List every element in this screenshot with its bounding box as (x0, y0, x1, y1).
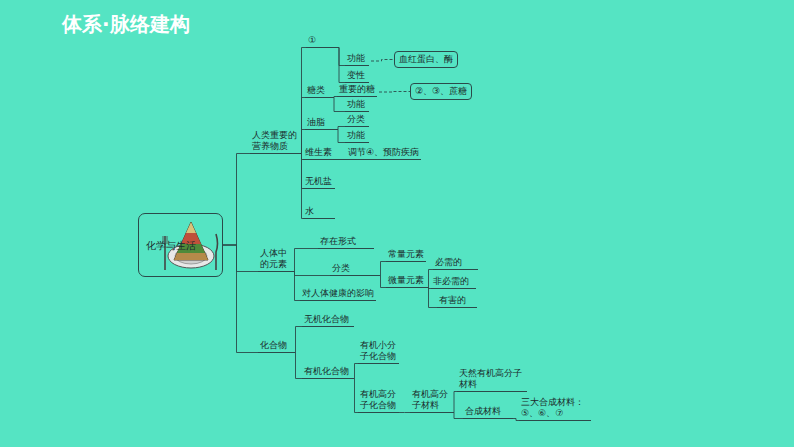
node-text: 血红蛋白、酶 (399, 54, 453, 65)
topic-label: 分类 (345, 114, 369, 127)
node-text: 合成材料 (465, 406, 501, 417)
node-text: 天然有机高分子材料 (459, 368, 525, 390)
node-text: 功能 (347, 130, 365, 141)
topic-label: 重要的糖 (337, 84, 377, 97)
note-box: ②、③、蔗糖 (410, 83, 472, 100)
connector (331, 130, 345, 143)
connector (451, 392, 457, 413)
topic-label: 无机盐 (303, 176, 335, 189)
topic-label: 分类 (330, 263, 375, 276)
connector (371, 60, 394, 62)
node-text: 人体中的元素 (260, 248, 287, 270)
food-pyramid-illustration (160, 216, 220, 274)
topic-label: 水 (303, 206, 335, 219)
connector (399, 412, 410, 413)
branch-label: 人体中的元素 (258, 248, 289, 272)
topic-label: 维生素 调节④、预防疾病 (303, 147, 421, 160)
node-text: 分类 (332, 263, 350, 274)
branch-label: 化合物 (258, 340, 289, 353)
topic-label: 有害的 (437, 295, 477, 308)
topic-label: 有机小分子化合物 (358, 340, 399, 364)
topic-label: 功能 (345, 53, 369, 66)
node-text: 三大合成材料：⑤、⑥、⑦ (521, 397, 589, 419)
node-text: 有机化合物 (304, 366, 349, 377)
topic-label: 微量元素 (386, 275, 426, 288)
node-text: ②、③、蔗糖 (415, 86, 467, 97)
connector (426, 270, 433, 288)
node-text: 对人体健康的影响 (302, 288, 374, 299)
node-text: 糖类 (307, 85, 325, 96)
topic-label: 有机高分子化合物 (358, 389, 399, 413)
topic-label: 无机化合物 (302, 314, 354, 327)
connector (289, 327, 302, 353)
node-text: 油脂 (307, 117, 325, 128)
node-text: 重要的糖 (339, 84, 375, 95)
connector (375, 276, 386, 288)
node-text: 必需的 (435, 257, 462, 268)
node-text: 无机盐 (305, 176, 332, 187)
topic-label: 对人体健康的影响 (300, 288, 376, 301)
root-box: 化学与生活 (138, 213, 223, 277)
topic-label: 存在形式 (318, 236, 374, 249)
node-text: 调节④、预防疾病 (348, 147, 419, 158)
connector (289, 272, 330, 276)
note-box: 血红蛋白、酶 (394, 51, 458, 68)
node-text: 有机小分子化合物 (360, 340, 397, 362)
connector (223, 245, 258, 272)
node-text: 分类 (347, 114, 365, 125)
node-text: 变性 (347, 70, 365, 81)
topic-label: 功能 (345, 99, 369, 112)
connector (426, 288, 437, 308)
connector (351, 379, 358, 413)
topic-label: 常量元素 (386, 249, 426, 262)
connector (289, 249, 318, 272)
node-text: 化合物 (260, 340, 287, 351)
node-text: 人类重要的营养物质 (252, 130, 298, 152)
node-text: 有机高分子化合物 (360, 389, 397, 411)
node-text: 功能 (347, 99, 365, 110)
topic-label: 非必需的 (431, 276, 476, 289)
node-text: 存在形式 (320, 236, 356, 247)
node-text: 微量元素 (388, 275, 424, 286)
topic-label: ① (306, 35, 333, 48)
topic-label: 油脂 (305, 117, 331, 130)
page-title: 体系·脉络建构 (62, 11, 190, 38)
node-text: 维生素 (305, 147, 332, 158)
branch-label: 人类重要的营养物质 (250, 130, 300, 154)
connector (300, 48, 306, 154)
connector (451, 413, 463, 419)
topic-label: 必需的 (433, 257, 478, 270)
connector (375, 262, 386, 276)
node-text: 有机高分子材料 (412, 389, 449, 411)
connector (289, 272, 300, 301)
node-text: 非必需的 (433, 276, 469, 287)
node-text: 水 (305, 206, 314, 217)
topic-label: 功能 (345, 130, 369, 143)
node-text: 有害的 (439, 295, 466, 306)
topic-label: 有机高分子材料 (410, 389, 451, 413)
topic-label: 三大合成材料：⑤、⑥、⑦ (519, 397, 591, 421)
connector (223, 154, 250, 246)
connector (351, 364, 358, 379)
node-text: 功能 (347, 53, 365, 64)
topic-label: 天然有机高分子材料 (457, 368, 527, 392)
topic-label: 变性 (345, 70, 369, 83)
connector (379, 91, 410, 93)
connector (289, 353, 302, 379)
node-text: 常量元素 (388, 249, 424, 260)
topic-label: 糖类 (305, 85, 331, 98)
node-text: 无机化合物 (304, 314, 349, 325)
connector (333, 48, 345, 83)
node-text: 化学与生活 (146, 240, 156, 251)
topic-label: 有机化合物 (302, 366, 351, 379)
connector (223, 245, 258, 353)
connector (331, 98, 345, 112)
node-text: ① (308, 35, 316, 46)
topic-label: 合成材料 (463, 406, 513, 419)
